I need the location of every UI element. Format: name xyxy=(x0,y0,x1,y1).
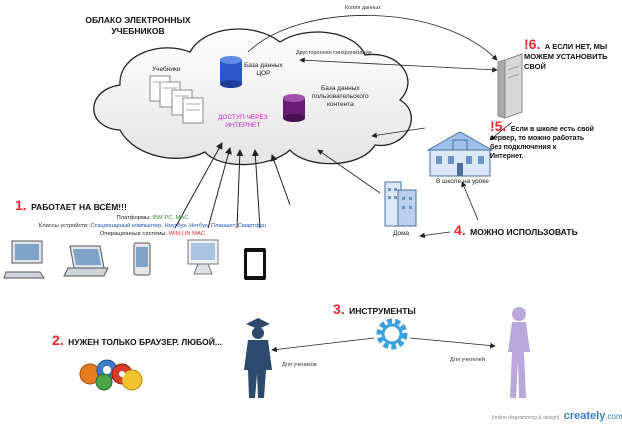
os-row: Операционные системы: WIN LIN MAC xyxy=(20,230,285,238)
point-1-text: РАБОТАЕТ НА ВСЁМ!!! xyxy=(31,202,127,212)
access-via-internet-label: ДОСТУП ЧЕРЕЗ ИНТЕРНЕТ xyxy=(218,114,268,130)
imac-icon xyxy=(187,239,219,275)
db-cor-label: База данных ЦОР xyxy=(244,62,283,78)
gear-icon xyxy=(376,318,408,350)
point-5-line4: Интернет. xyxy=(490,153,524,160)
point-5-line1: Если в школе есть свой xyxy=(510,126,594,133)
home-buildings-icon xyxy=(384,181,417,227)
cloud-title-line2: УЧЕБНИКОВ xyxy=(111,26,165,36)
point-5: !5. Если в школе есть свой сервер, то мо… xyxy=(490,119,618,161)
copy-data-connector xyxy=(247,15,498,61)
db-user-label: База данных пользовательского контента xyxy=(312,85,369,109)
point-3: 3. ИНСТРУМЕНТЫ xyxy=(333,301,416,319)
cloud-title-line1: ОБЛАКО ЭЛЕКТРОННЫХ xyxy=(85,15,191,25)
platforms-block: Платформы: IBM PC, MAC Классы устройств:… xyxy=(20,214,285,238)
server-to-school-connector xyxy=(489,121,513,141)
point-5-number: !5. xyxy=(490,118,507,134)
os-label: Операционные системы: xyxy=(99,231,168,237)
db-user-line3: контента xyxy=(326,101,354,108)
device-arrows xyxy=(174,142,291,229)
footer-tagline: [online diagramming & design] xyxy=(492,415,560,421)
student-person-icon xyxy=(244,318,272,398)
teachers-label: Для учителей xyxy=(450,357,485,363)
smartphone-icon xyxy=(133,242,151,276)
database-user-content-icon xyxy=(283,94,305,122)
devices-row: Классы устройств: Стационарный компьютер… xyxy=(20,222,285,230)
access-line2: ИНТЕРНЕТ xyxy=(225,122,261,129)
platforms-value: IBM PC, MAC xyxy=(152,215,189,221)
db-cor-line2: ЦОР xyxy=(256,70,271,77)
footer-brand-suffix: .com xyxy=(605,412,622,421)
point-4-number: 4. xyxy=(454,222,466,238)
db-cor-line1: База данных xyxy=(244,62,283,69)
point-6-number: !6. xyxy=(524,36,541,52)
point-6: !6. А ЕСЛИ НЕТ, МЫ МОЖЕМ УСТАНОВИТЬ СВОЙ xyxy=(524,36,608,72)
point-3-text: ИНСТРУМЕНТЫ xyxy=(349,306,416,316)
use-to-home-connector xyxy=(419,231,451,239)
point-3-number: 3. xyxy=(333,301,345,317)
database-cor-icon xyxy=(220,56,242,88)
access-line1: ДОСТУП ЧЕРЕЗ xyxy=(218,114,268,121)
server-icon xyxy=(497,53,523,119)
home-to-cloud-connector xyxy=(317,149,381,194)
school-to-cloud-connector xyxy=(371,127,426,139)
browser-logos-icon xyxy=(79,359,143,391)
point-2: 2. НУЖЕН ТОЛЬКО БРАУЗЕР. ЛЮБОЙ... xyxy=(52,332,222,350)
footer-brand: creately xyxy=(563,410,606,422)
desktop-computer-icon xyxy=(3,240,45,279)
use-to-school-connector xyxy=(461,181,479,221)
devices-label: Классы устройств: xyxy=(38,223,89,229)
copy-data-label: Копия данных xyxy=(345,5,381,11)
school-building-icon xyxy=(426,131,494,177)
platforms-row: Платформы: IBM PC, MAC xyxy=(20,214,285,222)
sync-label: Двусторонняя синхронизация xyxy=(296,50,372,56)
point-5-line2: сервер, то можно работать xyxy=(490,135,585,142)
students-label: Для учеников xyxy=(282,362,317,368)
tablet-icon xyxy=(244,248,266,280)
laptop-icon xyxy=(63,245,109,277)
teacher-person-icon xyxy=(508,307,530,398)
point-2-text: НУЖЕН ТОЛЬКО БРАУЗЕР. ЛЮБОЙ... xyxy=(68,337,222,347)
home-label: Дома xyxy=(393,230,410,237)
point-6-line1: А ЕСЛИ НЕТ, МЫ xyxy=(544,42,608,51)
point-5-line3: без подключения к xyxy=(490,144,557,151)
db-user-line1: База данных xyxy=(320,85,360,92)
school-label: В школе на уроке xyxy=(436,178,489,185)
platforms-label: Платформы: xyxy=(116,215,151,221)
tools-to-teachers-connector xyxy=(409,337,496,349)
textbooks-label: Учебники xyxy=(152,66,181,73)
point-6-line2: МОЖЕМ УСТАНОВИТЬ xyxy=(524,52,608,61)
point-6-line3: СВОЙ xyxy=(524,62,546,71)
db-user-line2: пользовательского xyxy=(312,93,369,100)
sync-connector xyxy=(299,57,498,73)
devices-value: Стационарный компьютер, Ноутбук, Нетбук,… xyxy=(90,223,267,229)
point-1-number: 1. xyxy=(15,197,27,213)
cloud-title: ОБЛАКО ЭЛЕКТРОННЫХ УЧЕБНИКОВ xyxy=(83,15,193,37)
point-4-text: МОЖНО ИСПОЛЬЗОВАТЬ xyxy=(470,227,578,237)
point-4: 4. МОЖНО ИСПОЛЬЗОВАТЬ xyxy=(454,222,578,240)
point-2-number: 2. xyxy=(52,332,64,348)
point-1: 1. РАБОТАЕТ НА ВСЁМ!!! xyxy=(15,197,127,215)
os-value: WIN LIN MAC xyxy=(168,231,206,237)
tools-to-students-connector xyxy=(271,337,375,353)
creately-footer: [online diagramming & design] creately.c… xyxy=(492,406,622,424)
textbooks-icon xyxy=(149,75,204,124)
